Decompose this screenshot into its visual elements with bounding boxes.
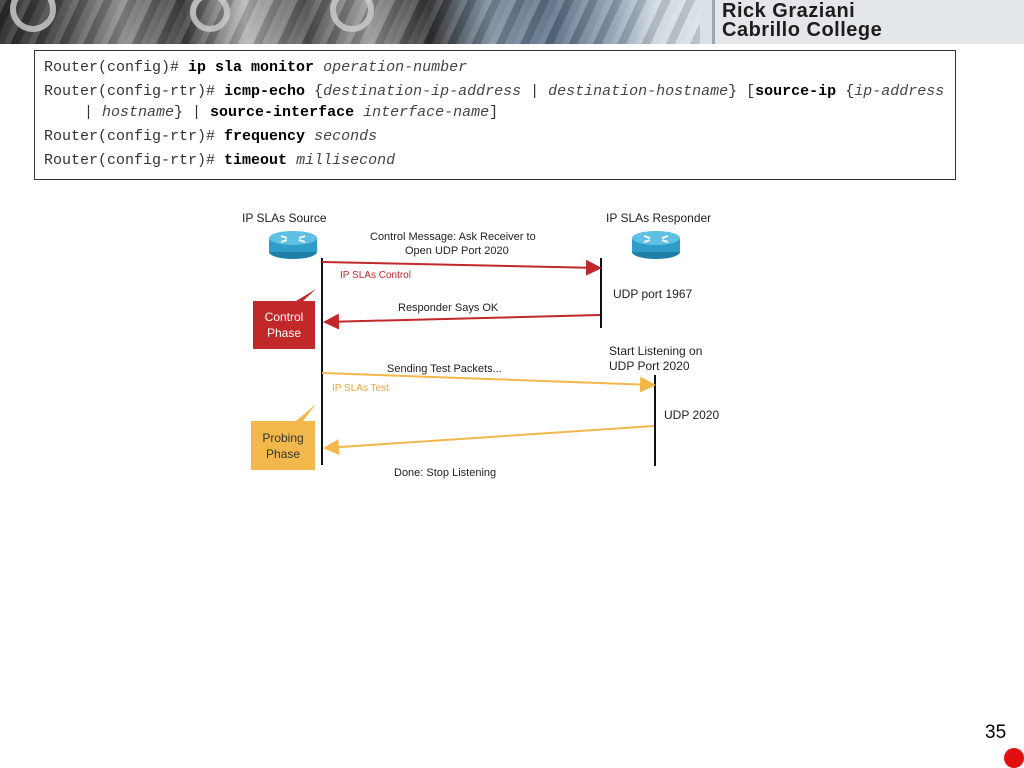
cli-argument: destination-hostname <box>548 83 729 100</box>
sending-test-label: Sending Test Packets... <box>387 363 502 375</box>
cli-keyword: ip sla monitor <box>188 59 315 76</box>
cli-keyword: timeout <box>224 152 288 169</box>
banner-cable-knob <box>330 0 374 32</box>
ipsla-test-label: IP SLAs Test <box>332 383 389 394</box>
cli-prompt: Router(config-rtr)# <box>44 128 225 145</box>
control-request-arrow <box>321 259 602 276</box>
control-phase-callout: Control Phase <box>253 289 316 349</box>
cli-argument: destination-ip-address <box>323 83 522 100</box>
udp-2020-label: UDP 2020 <box>664 408 719 422</box>
cli-prompt: Router(config)# <box>44 59 189 76</box>
command-line: Router(config-rtr)# timeout millisecond <box>44 150 955 171</box>
cli-keyword: source-ip <box>755 83 837 100</box>
red-dot-icon <box>1004 748 1024 768</box>
control-message-line2: Open UDP Port 2020 <box>405 245 509 257</box>
start-listening-line2: UDP Port 2020 <box>609 359 690 373</box>
responder-ok-label: Responder Says OK <box>398 302 499 314</box>
command-syntax-box: Router(config)# ip sla monitor operation… <box>34 50 956 180</box>
control-message-line1: Control Message: Ask Receiver to <box>370 231 536 243</box>
start-listening-line1: Start Listening on <box>609 344 702 358</box>
done-label: Done: Stop Listening <box>394 467 496 479</box>
page-number: 35 <box>985 722 1007 743</box>
cli-argument: millisecond <box>296 152 396 169</box>
cli-argument: hostname <box>102 104 175 121</box>
test-reply-arrow <box>323 425 655 456</box>
command-line: Router(config-rtr)# icmp-echo {destinati… <box>44 81 955 123</box>
cli-prompt: Router(config-rtr)# <box>44 83 225 100</box>
banner-name-panel <box>712 0 1024 44</box>
cli-argument: operation-number <box>323 59 468 76</box>
probing-phase-callout: Probing Phase <box>251 404 316 470</box>
cli-prompt: Router(config-rtr)# <box>44 152 225 169</box>
ip-sla-sequence-diagram: IP SLAs Source IP SLAs Responder Control… <box>242 211 719 479</box>
control-phase-line1: Control <box>265 310 304 324</box>
cli-keyword: source-interface <box>210 104 355 121</box>
cli-argument: seconds <box>314 128 378 145</box>
ipsla-control-label: IP SLAs Control <box>340 270 411 281</box>
cli-separator: | <box>84 104 103 121</box>
source-router-icon <box>269 231 317 259</box>
cli-brace: } [ <box>728 83 756 100</box>
header-banner: Rick Graziani Cabrillo College <box>0 0 1024 44</box>
cli-brace: } | <box>174 104 211 121</box>
responder-ok-arrow <box>323 313 601 330</box>
responder-label: IP SLAs Responder <box>606 211 711 225</box>
college-name: Cabrillo College <box>722 19 883 41</box>
cli-keyword: frequency <box>224 128 306 145</box>
banner-cable-knob <box>190 0 230 32</box>
test-packets-arrow <box>321 372 656 393</box>
cli-argument: ip-address <box>854 83 945 100</box>
source-label: IP SLAs Source <box>242 211 327 225</box>
cli-keyword: icmp-echo <box>224 83 306 100</box>
cli-separator: | <box>521 83 549 100</box>
command-line: Router(config-rtr)# frequency seconds <box>44 126 955 147</box>
cli-argument: interface-name <box>363 104 490 121</box>
probing-phase-line2: Phase <box>266 447 300 461</box>
author-name: Rick Graziani <box>722 0 856 22</box>
cli-brace: { <box>305 83 324 100</box>
responder-router-icon <box>632 231 680 259</box>
probing-phase-line1: Probing <box>262 431 303 445</box>
banner-cable-knob <box>10 0 56 32</box>
cli-brace: { <box>836 83 855 100</box>
command-line: Router(config)# ip sla monitor operation… <box>44 57 955 78</box>
cli-brace: ] <box>489 104 499 121</box>
udp-1967-label: UDP port 1967 <box>613 287 692 301</box>
control-phase-line2: Phase <box>267 326 301 340</box>
banner-divider <box>712 0 715 44</box>
